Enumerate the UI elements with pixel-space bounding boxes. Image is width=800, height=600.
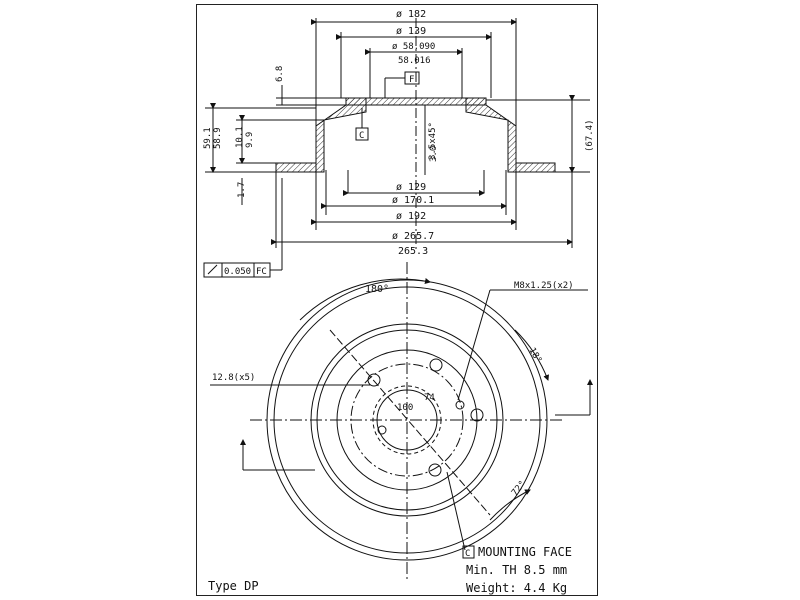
dim-9-9: 9.9 — [245, 132, 255, 148]
dim-10-1: 10.1 — [235, 126, 245, 148]
tolerance-value: 0.050 — [224, 267, 251, 277]
tolerance-ref: FC — [256, 267, 267, 277]
dim-chamfer: 3.5x45° — [428, 122, 438, 160]
bolt-hole — [429, 358, 443, 372]
mounting-face-tag-label: C — [465, 549, 470, 559]
bolt-hole — [428, 463, 442, 477]
type-label: Type DP — [208, 579, 259, 593]
angle-180: 180° — [365, 284, 389, 295]
mounting-face-tag — [462, 545, 475, 559]
datum-f-label: F — [409, 75, 414, 85]
dim-d170: ø 170.1 — [392, 195, 434, 206]
dim-100: 100 — [397, 403, 413, 413]
section-view — [203, 18, 590, 278]
min-thickness-note: Min. TH 8.5 mm — [466, 563, 567, 577]
thread-hole — [455, 400, 465, 410]
dim-74: 74 — [424, 393, 435, 403]
mounting-face-note: MOUNTING FACE — [478, 545, 572, 559]
dim-3-0: 3.0 — [429, 146, 439, 162]
dim-d265-7: ø 265.7 — [392, 231, 434, 242]
front-labels: 180° M8x1.25(x2) 18° 12.8(x5) 100 74 72° — [212, 281, 574, 498]
dim-d129: ø 129 — [396, 182, 426, 193]
dim-d182: ø 182 — [396, 9, 426, 20]
dim-59-1: 59.1 — [203, 127, 213, 149]
dim-d139: ø 139 — [396, 26, 426, 37]
front-view — [210, 262, 593, 580]
hole-spec: 12.8(x5) — [212, 373, 255, 383]
bolt-hole — [367, 373, 381, 387]
weight-note: Weight: 4.4 Kg — [466, 581, 567, 595]
angle-18: 18° — [526, 346, 543, 365]
dim-265-3: 265.3 — [398, 246, 428, 257]
bolt-hole — [470, 408, 484, 422]
dim-d192: ø 192 — [396, 211, 426, 222]
dim-67-4: (67.4) — [585, 119, 595, 152]
disc-section-right — [465, 97, 556, 173]
notes: C MOUNTING FACE Min. TH 8.5 mm Weight: 4… — [208, 545, 572, 595]
dim-6-8: 6.8 — [275, 66, 285, 82]
disc-section-left — [275, 97, 367, 173]
bolt-hole — [377, 425, 387, 435]
thread-spec: M8x1.25(x2) — [514, 281, 574, 291]
drawing-frame — [196, 4, 598, 596]
dim-58-9: 58.9 — [213, 127, 223, 149]
dim-1-7: 1.7 — [237, 182, 247, 198]
dim-d58-lower: 58.016 — [398, 56, 431, 66]
section-labels: ø 182 ø 139 ø 58.090 58.016 F C 6.8 59.1… — [203, 9, 595, 277]
dim-d58: ø 58.090 — [392, 42, 435, 52]
datum-c-label: C — [359, 131, 364, 141]
